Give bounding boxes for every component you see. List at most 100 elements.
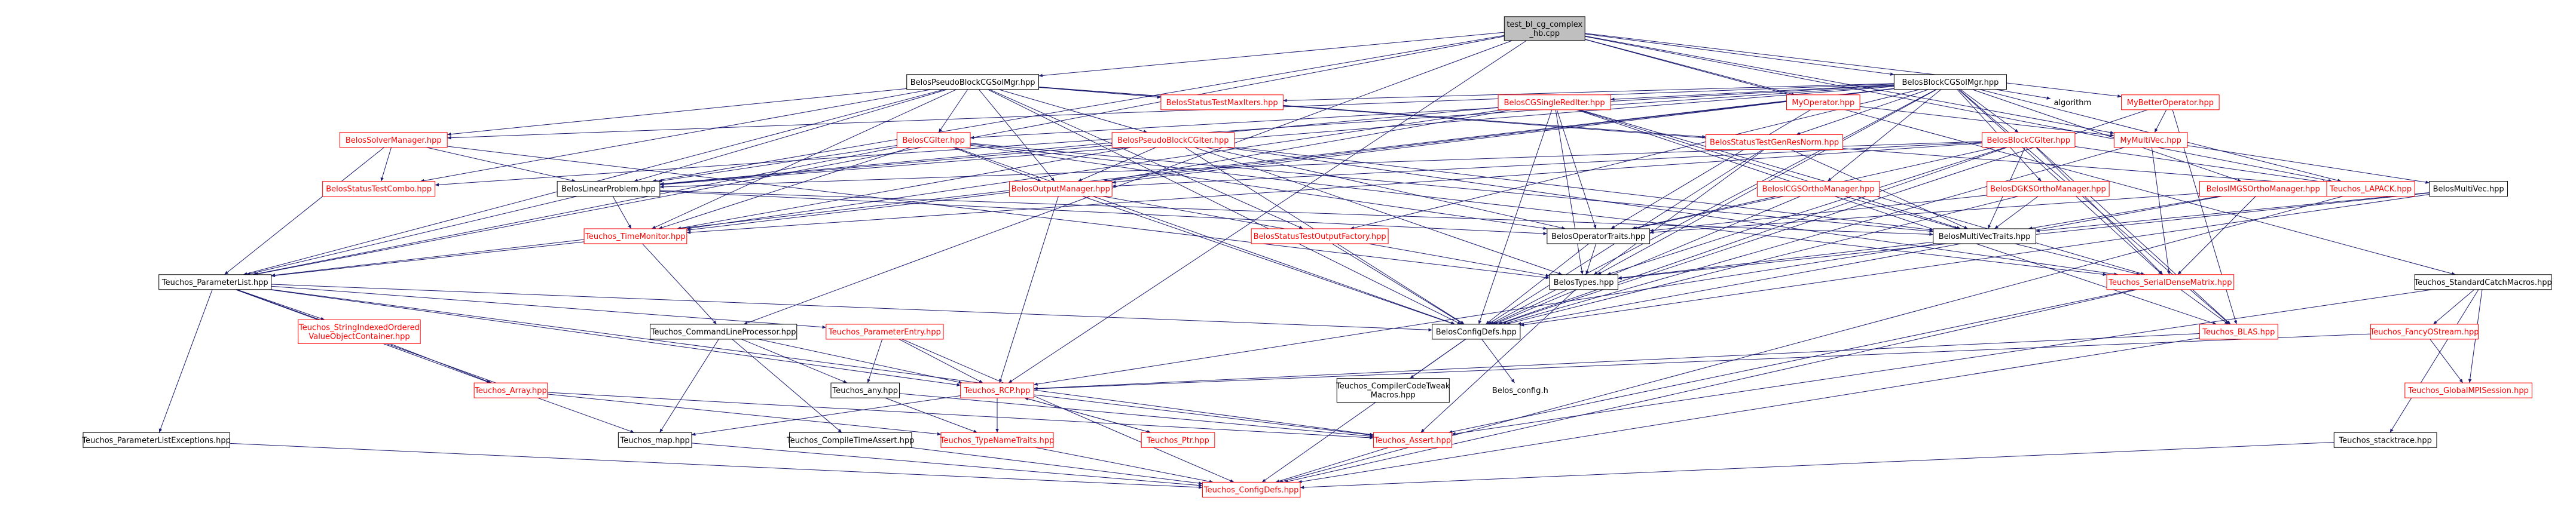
node-root[interactable]: test_bl_cg_complex_hb.cpp bbox=[1504, 16, 1585, 41]
node-label: Teuchos_StandardCatchMacros.hpp bbox=[2414, 278, 2552, 287]
node-box bbox=[1549, 274, 1618, 290]
node-linProb[interactable]: BelosLinearProblem.hpp bbox=[557, 181, 661, 197]
node-label: algorithm bbox=[2054, 99, 2091, 108]
edge-myMultiVec-to-serialDense bbox=[2151, 147, 2171, 275]
node-icgs[interactable]: BelosICGSOrthoManager.hpp bbox=[1756, 181, 1880, 197]
edge-solveMgr-to-paramList bbox=[224, 147, 384, 275]
node-stacktrace[interactable]: Teuchos_stacktrace.hpp bbox=[2333, 432, 2437, 448]
edge-myMultiVec-to-belosConfig bbox=[1502, 147, 2125, 325]
edge-blockMgr-to-imgs bbox=[1972, 89, 2242, 182]
edge-stringIndexed-to-array bbox=[390, 343, 492, 383]
edge-paramEntry-to-configDefs bbox=[902, 339, 1234, 483]
edge-cgIter-to-outMgr bbox=[952, 147, 1042, 182]
node-solveMgr[interactable]: BelosSolverManager.hpp bbox=[339, 132, 448, 148]
edge-dgks-to-opTraits bbox=[1649, 195, 1987, 232]
node-belosMultiVec[interactable]: BelosMultiVec.hpp bbox=[2429, 181, 2508, 197]
node-myBetterOp[interactable]: MyBetterOperator.hpp bbox=[2121, 94, 2220, 110]
node-box bbox=[82, 432, 230, 448]
node-label: Belos_config.h bbox=[1492, 386, 1548, 395]
node-any[interactable]: Teuchos_any.hpp bbox=[830, 382, 900, 398]
node-stMaxIters[interactable]: BelosStatusTestMaxIters.hpp bbox=[1160, 94, 1284, 110]
node-box bbox=[960, 382, 1034, 398]
node-box bbox=[826, 324, 944, 340]
edge-dgks-to-belosConfig bbox=[1506, 196, 2019, 326]
edge-pseudoMgr-to-pseudoCGIter bbox=[998, 89, 1148, 133]
node-myMultiVec[interactable]: MyMultiVec.hpp bbox=[2113, 132, 2188, 148]
node-paramList[interactable]: Teuchos_ParameterList.hpp bbox=[158, 274, 272, 290]
edge-cgIter-to-timeMon bbox=[658, 147, 911, 229]
node-pseudoCGIter[interactable]: BelosPseudoBlockCGIter.hpp bbox=[1111, 132, 1235, 148]
edge-cgIter-to-paramList bbox=[252, 146, 897, 276]
edge-pseudoMgr-to-stMaxIters bbox=[1038, 87, 1161, 99]
edge-paramEntry-to-rcp bbox=[899, 339, 983, 383]
edge-paramEntry-to-any bbox=[867, 339, 883, 383]
edge-blockCGIter-to-blas bbox=[2036, 147, 2231, 325]
node-fancyOS[interactable]: Teuchos_FancyOStream.hpp bbox=[2369, 324, 2479, 340]
edge-imgs-to-mvTraits bbox=[2028, 196, 2220, 230]
node-cgIter[interactable]: BelosCGIter.hpp bbox=[896, 132, 971, 148]
edge-cgSingleRed-to-opTraits bbox=[1556, 109, 1597, 229]
node-label: BelosTypes.hpp bbox=[1554, 278, 1614, 287]
edge-linProb-to-timeMon bbox=[612, 196, 632, 229]
node-plExceptions[interactable]: Teuchos_ParameterListExceptions.hpp bbox=[81, 432, 231, 448]
edge-solveMgr-to-linProb bbox=[426, 147, 576, 182]
node-timeMon[interactable]: Teuchos_TimeMonitor.hpp bbox=[583, 228, 687, 244]
node-ptr[interactable]: Teuchos_Ptr.hpp bbox=[1141, 432, 1215, 448]
node-box bbox=[2121, 94, 2220, 110]
node-globalMPI[interactable]: Teuchos_GlobalMPISession.hpp bbox=[2404, 382, 2532, 398]
node-box bbox=[1547, 228, 1651, 244]
node-box bbox=[473, 382, 548, 398]
node-label: _hb.cpp bbox=[1529, 29, 1560, 38]
node-label: BelosOperatorTraits.hpp bbox=[1551, 232, 1645, 241]
node-rcp[interactable]: Teuchos_RCP.hpp bbox=[960, 382, 1034, 398]
edge-root-to-paramList bbox=[254, 36, 1505, 276]
node-label: Teuchos_Array.hpp bbox=[474, 386, 547, 395]
node-outMgr[interactable]: BelosOutputManager.hpp bbox=[1009, 181, 1113, 197]
node-array[interactable]: Teuchos_Array.hpp bbox=[473, 382, 548, 398]
edge-blockCGIter-to-belosConfig bbox=[1498, 147, 2007, 325]
node-box bbox=[649, 324, 797, 340]
node-pseudoMgr[interactable]: BelosPseudoBlockCGSolMgr.hpp bbox=[906, 74, 1040, 90]
node-stCombo[interactable]: BelosStatusTestCombo.hpp bbox=[322, 181, 436, 197]
node-blockMgr[interactable]: BelosBlockCGSolMgr.hpp bbox=[1893, 74, 2007, 90]
node-belosTypes[interactable]: BelosTypes.hpp bbox=[1549, 274, 1618, 290]
node-configDefs[interactable]: Teuchos_ConfigDefs.hpp bbox=[1202, 481, 1301, 498]
edge-linProb-to-paramList bbox=[246, 196, 577, 276]
node-box bbox=[618, 432, 692, 448]
node-label: Teuchos_CommandLineProcessor.hpp bbox=[650, 328, 796, 337]
node-blockCGIter[interactable]: BelosBlockCGIter.hpp bbox=[1982, 132, 2076, 148]
node-label: BelosLinearProblem.hpp bbox=[561, 185, 656, 194]
node-stringIndexed[interactable]: Teuchos_StringIndexedOrderedValueObjectC… bbox=[298, 319, 421, 344]
node-stGenResNorm[interactable]: BelosStatusTestGenResNorm.hpp bbox=[1706, 134, 1844, 151]
node-cgSingleRed[interactable]: BelosCGSingleRedIter.hpp bbox=[1498, 94, 1611, 110]
edge-serialDense-to-assert bbox=[1448, 289, 2135, 434]
node-serialDense[interactable]: Teuchos_SerialDenseMatrix.hpp bbox=[2106, 274, 2235, 290]
node-blas[interactable]: Teuchos_BLAS.hpp bbox=[2199, 324, 2278, 340]
node-dgks[interactable]: BelosDGKSOrthoManager.hpp bbox=[1987, 181, 2110, 197]
edge-array-to-assert bbox=[547, 392, 1374, 440]
node-assert[interactable]: Teuchos_Assert.hpp bbox=[1373, 432, 1452, 448]
node-label: Teuchos_any.hpp bbox=[832, 386, 898, 395]
node-label: Teuchos_TimeMonitor.hpp bbox=[585, 232, 686, 241]
node-lapack[interactable]: Teuchos_LAPACK.hpp bbox=[2326, 181, 2415, 197]
edge-blockMgr-to-linProb bbox=[659, 86, 1894, 186]
edge-linProb-to-opTraits bbox=[659, 191, 1547, 235]
node-mvTraits[interactable]: BelosMultiVecTraits.hpp bbox=[1933, 228, 2037, 244]
node-map[interactable]: Teuchos_map.hpp bbox=[618, 432, 692, 448]
node-compileTimeAssert[interactable]: Teuchos_CompileTimeAssert.hpp bbox=[786, 432, 914, 448]
node-belosConfig[interactable]: BelosConfigDefs.hpp bbox=[1432, 324, 1521, 340]
edge-belosConfig-to-belosConfigH bbox=[1481, 339, 1515, 383]
node-stOutFactory[interactable]: BelosStatusTestOutputFactory.hpp bbox=[1251, 228, 1389, 244]
edge-cmdLine-to-map bbox=[659, 339, 719, 433]
node-cmdLine[interactable]: Teuchos_CommandLineProcessor.hpp bbox=[649, 324, 797, 340]
node-box bbox=[1251, 228, 1389, 244]
node-paramEntry[interactable]: Teuchos_ParameterEntry.hpp bbox=[826, 324, 944, 340]
node-typeNameTraits[interactable]: Teuchos_TypeNameTraits.hpp bbox=[940, 432, 1055, 448]
node-stdCatch[interactable]: Teuchos_StandardCatchMacros.hpp bbox=[2414, 274, 2552, 290]
edge-pseudoCGIter-to-outMgr bbox=[1077, 147, 1156, 182]
node-label: Teuchos_BLAS.hpp bbox=[2202, 328, 2275, 337]
node-myOp[interactable]: MyOperator.hpp bbox=[1786, 94, 1860, 110]
node-opTraits[interactable]: BelosOperatorTraits.hpp bbox=[1547, 228, 1651, 244]
node-imgs[interactable]: BelosIMGSOrthoManager.hpp bbox=[2199, 181, 2327, 197]
